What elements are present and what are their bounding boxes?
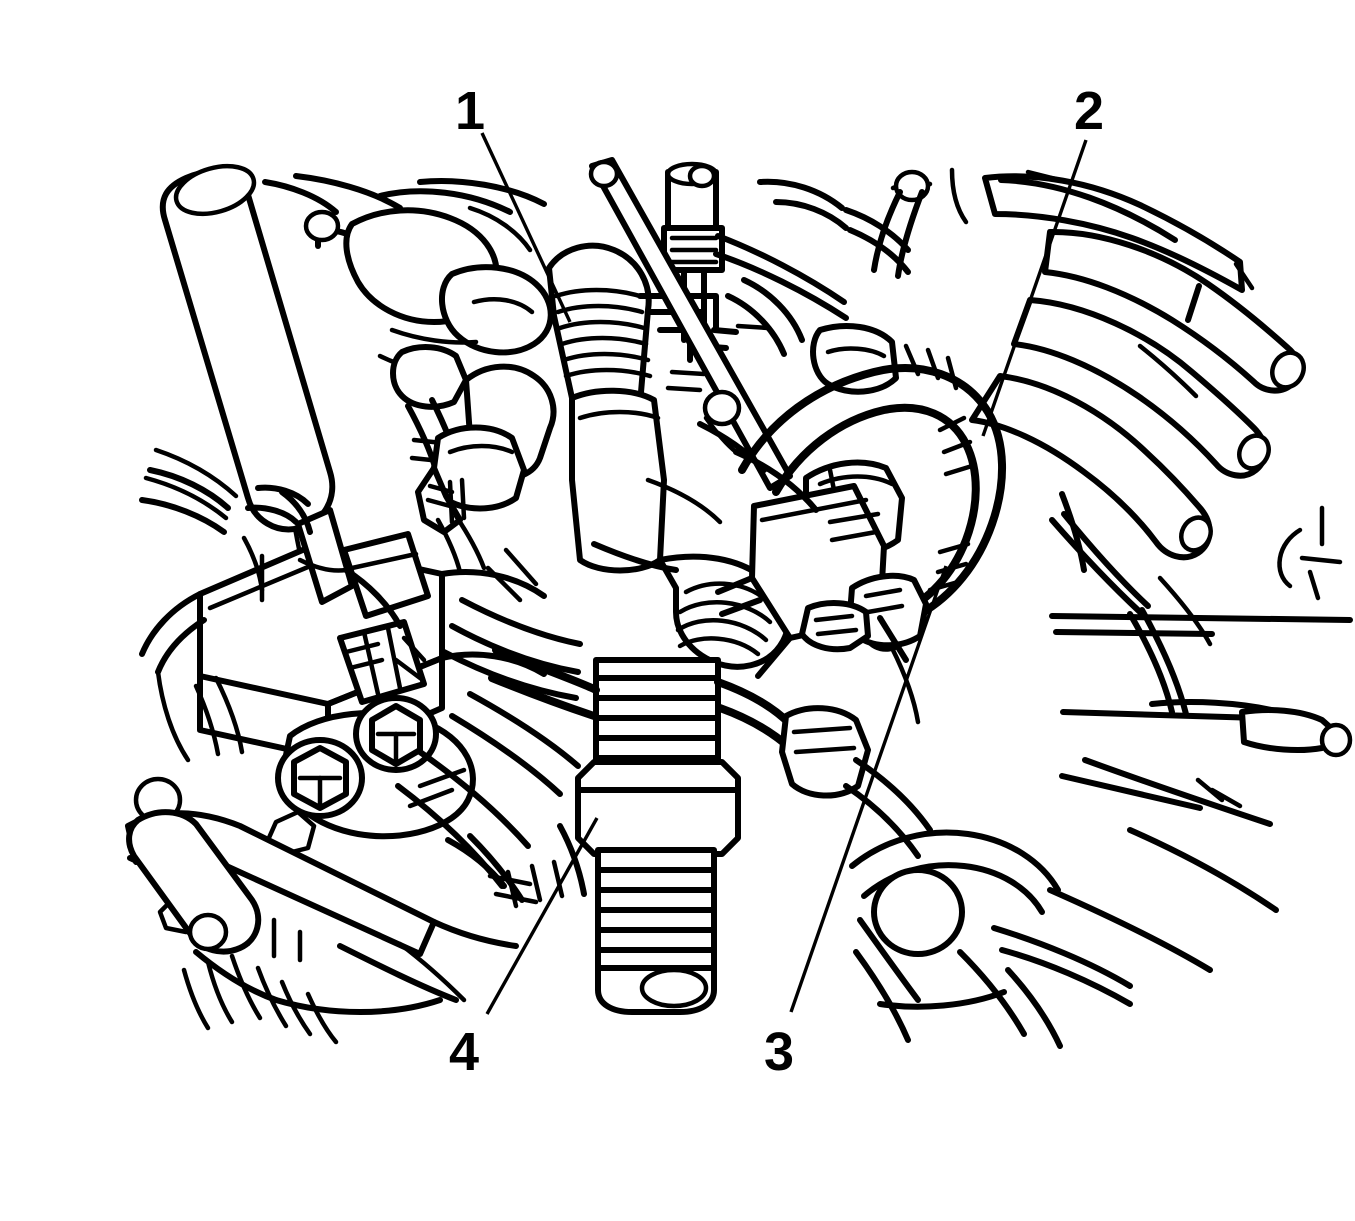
lower-right-brackets — [1049, 505, 1353, 827]
callout-label-1: 1 — [455, 81, 486, 141]
ignition-coil-connector — [415, 363, 557, 575]
misc-detail-lines — [143, 447, 1213, 725]
leader-line-1 — [480, 132, 572, 323]
electrical-connector-block — [715, 459, 929, 679]
rod-end-eye — [588, 159, 620, 189]
leader-line-3 — [789, 565, 948, 1013]
cylinder-top-cap — [173, 163, 257, 217]
engine-block-contours — [849, 827, 1279, 1049]
runner-end-cap-1 — [1270, 350, 1306, 390]
leader-line-2 — [981, 139, 1088, 437]
leader-line-4 — [485, 817, 599, 1015]
callout-leader-lines — [480, 132, 1088, 1015]
lower-left-boss — [187, 912, 229, 952]
center-right-upper-lines — [697, 169, 931, 473]
block-boss-circle — [871, 867, 965, 957]
runner-end-cap-3 — [1179, 515, 1213, 553]
ribbed-hose-loop — [738, 343, 1007, 652]
rail-end-knob — [1319, 722, 1353, 758]
center-lower-hoses — [488, 646, 933, 859]
lower-left-head-edge — [126, 809, 467, 1045]
top-center-sensor — [661, 161, 849, 351]
callout-label-4: 4 — [449, 1022, 480, 1082]
hex-stud-center — [702, 389, 742, 427]
runner-end-cap-2 — [1237, 433, 1271, 471]
intake-manifold-runners — [890, 167, 1306, 561]
stud-head — [303, 209, 341, 243]
boot-tip-opening — [639, 967, 709, 1009]
spark-plug-boot-assembly — [575, 553, 792, 1015]
callout-label-3: 3 — [764, 1022, 795, 1082]
sensor-port — [687, 163, 717, 189]
callout-label-2: 2 — [1074, 81, 1105, 141]
